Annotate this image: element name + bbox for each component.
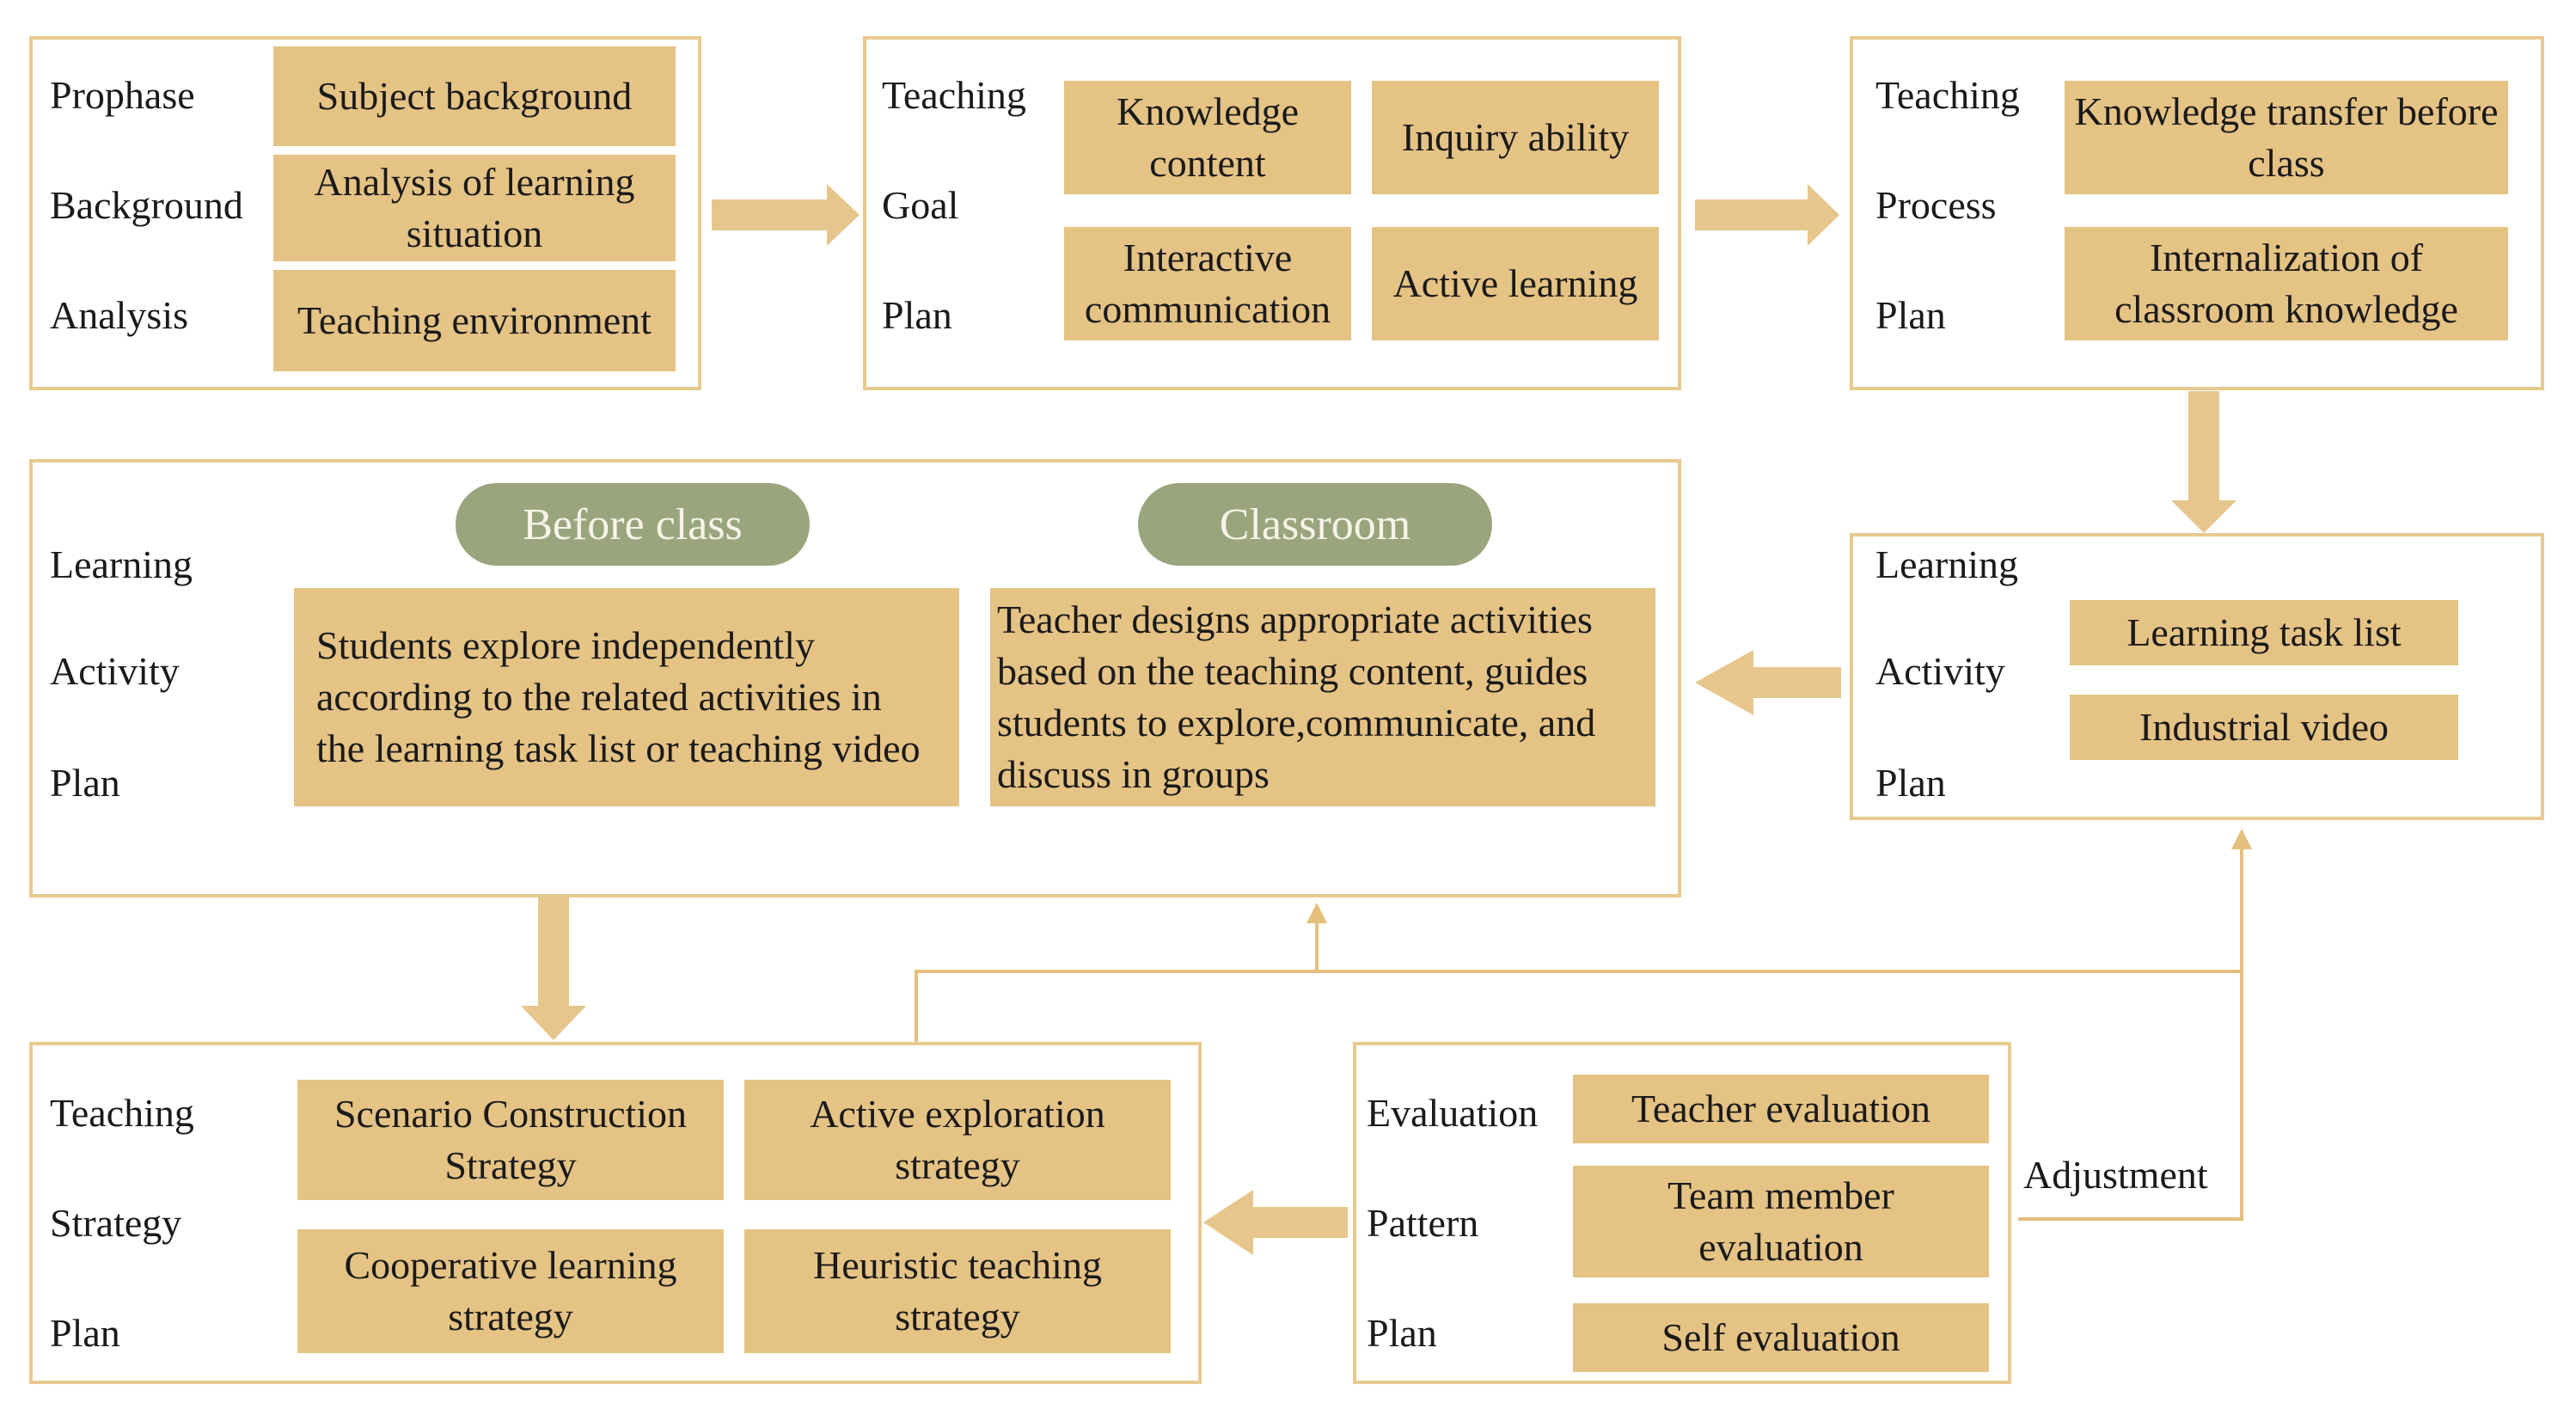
box-interactive-communication: Interactive communication <box>1064 227 1351 340</box>
arrow-background-to-goal <box>712 184 860 246</box>
label-prophase: Prophase <box>50 73 195 117</box>
arrow-evaluation-to-strategy <box>1203 1190 1348 1255</box>
box-internalization-of-classroom-knowledge: Internalization of classroom knowledge <box>2065 227 2508 340</box>
box-self-evaluation: Self evaluation <box>1573 1303 1989 1372</box>
label-teaching: Teaching <box>1875 73 2020 117</box>
label-adjustment: Adjustment <box>2023 1153 2208 1197</box>
box-knowledge-transfer-before-class: Knowledge transfer before class <box>2065 81 2508 194</box>
label-teaching: Teaching <box>882 73 1026 117</box>
box-active-learning: Active learning <box>1372 227 1659 340</box>
arrow-goal-to-process <box>1695 184 1839 246</box>
panel-learning-activity-right <box>1850 533 2544 820</box>
label-process: Process <box>1875 183 1997 227</box>
box-cooperative-learning-strategy: Cooperative learning strategy <box>297 1229 724 1353</box>
box-inquiry-ability: Inquiry ability <box>1372 81 1659 194</box>
box-teaching-environment: Teaching environment <box>273 270 676 371</box>
box-heuristic-teaching-strategy: Heuristic teaching strategy <box>744 1229 1171 1353</box>
pill-classroom: Classroom <box>1138 483 1492 566</box>
label-strategy: Strategy <box>50 1201 182 1245</box>
label-activity: Activity <box>50 649 180 693</box>
label-plan: Plan <box>1875 761 1946 805</box>
label-background: Background <box>50 183 243 227</box>
label-activity: Activity <box>1875 649 2005 693</box>
adjustment-arrowhead-up <box>2231 829 2252 849</box>
box-scenario-construction-strategy: Scenario Construction Strategy <box>297 1080 724 1200</box>
label-analysis: Analysis <box>50 293 188 337</box>
label-teaching: Teaching <box>50 1091 194 1135</box>
label-goal: Goal <box>882 183 959 227</box>
label-evaluation: Evaluation <box>1367 1091 1539 1135</box>
label-plan: Plan <box>1367 1311 1437 1355</box>
label-learning: Learning <box>50 542 193 586</box>
box-learning-task-list: Learning task list <box>2070 600 2458 665</box>
label-plan: Plan <box>882 293 952 337</box>
box-subject-background: Subject background <box>273 46 676 146</box>
box-teacher-evaluation: Teacher evaluation <box>1573 1075 1989 1143</box>
arrow-process-to-learning <box>2171 391 2236 533</box>
arrow-learning-right-to-main <box>1695 650 1841 715</box>
box-industrial-video: Industrial video <box>2070 695 2458 760</box>
box-before-class-activity: Students explore independently according… <box>294 588 959 806</box>
box-analysis-of-learning-situation: Analysis of learning situation <box>273 155 676 261</box>
label-plan: Plan <box>50 761 120 805</box>
label-learning: Learning <box>1875 542 2019 586</box>
box-knowledge-content: Knowledge content <box>1064 81 1351 194</box>
learning-main-arrowhead-up <box>1306 903 1327 923</box>
label-plan: Plan <box>50 1311 120 1355</box>
pill-before-class: Before class <box>456 483 810 566</box>
arrow-learning-to-strategy <box>521 897 586 1040</box>
label-pattern: Pattern <box>1367 1201 1479 1245</box>
label-plan: Plan <box>1875 293 1946 337</box>
box-active-exploration-strategy: Active exploration strategy <box>744 1080 1171 1200</box>
box-classroom-activity: Teacher designs appropriate activities b… <box>990 588 1655 806</box>
box-team-member-evaluation: Team member evaluation <box>1573 1166 1989 1277</box>
